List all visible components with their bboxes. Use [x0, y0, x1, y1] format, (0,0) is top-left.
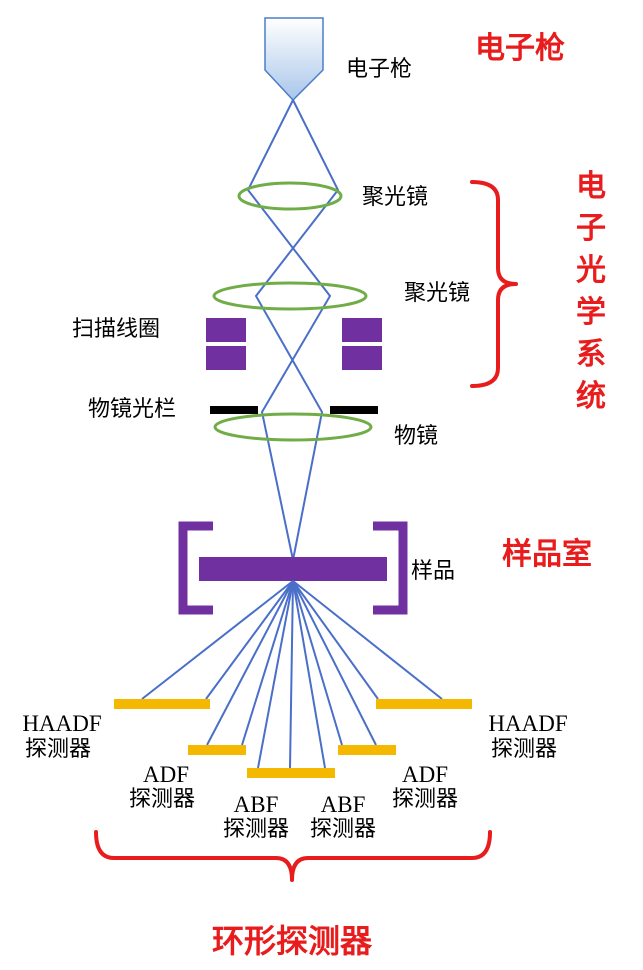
adf-right-detector-word: 探测器: [392, 787, 458, 812]
condenser-lens-2: [212, 281, 368, 311]
scan-coil-right-top: [342, 318, 382, 342]
optics-brace: [470, 180, 518, 388]
optics-char: 电: [576, 169, 606, 204]
adf-detector-left: [188, 745, 246, 755]
electron-gun-shape: [264, 17, 324, 102]
scatter-ray: [292, 580, 443, 700]
aperture-left: [210, 406, 258, 414]
sample: [199, 557, 387, 581]
gun-label: 电子枪: [346, 57, 412, 82]
haadf-left-name: HAADF: [22, 711, 101, 736]
haadf-left-detector-word: 探测器: [25, 737, 91, 762]
scan-coil-right-bottom: [342, 346, 382, 370]
detectors: [114, 699, 472, 778]
abf-detector: [247, 768, 335, 778]
beam-ray-left: [246, 99, 332, 561]
scattered-rays: [141, 580, 443, 769]
scatter-ray: [141, 580, 294, 700]
optics-char: 光: [576, 253, 606, 288]
abf-left-detector-word: 探测器: [223, 817, 289, 842]
objective-lens-label: 物镜: [394, 424, 438, 449]
condenser-lens-2-label: 聚光镜: [404, 281, 470, 306]
condenser-lens-1: [237, 181, 343, 211]
chamber-bracket-right: [373, 521, 408, 615]
abf-right-name: ABF: [321, 792, 366, 817]
adf-detector-right: [338, 745, 396, 755]
adf-left-name: ADF: [143, 762, 189, 787]
abf-left-name: ABF: [234, 792, 279, 817]
gun-group-label: 电子枪: [475, 31, 565, 66]
adf-right-name: ADF: [402, 762, 448, 787]
annular-detector-group-label: 环形探测器: [212, 922, 373, 960]
scatter-ray: [206, 580, 294, 746]
scan-coils-label: 扫描线圈: [72, 317, 160, 342]
scatter-ray: [292, 580, 379, 700]
beam-ray-right: [254, 99, 340, 561]
aperture-right: [330, 406, 378, 414]
scatter-ray: [292, 580, 326, 769]
electron-beam: [246, 99, 340, 561]
haadf-detector-right: [376, 699, 472, 709]
annular-brace: [94, 830, 492, 882]
scan-coils: [206, 318, 382, 370]
objective-aperture: [210, 406, 378, 414]
scatter-ray: [205, 580, 294, 700]
scan-coil-left-top: [206, 318, 246, 342]
haadf-right-detector-word: 探测器: [491, 737, 557, 762]
objective-lens: [213, 412, 373, 442]
scatter-ray: [292, 580, 343, 746]
haadf-detector-left: [114, 699, 210, 709]
sample-chamber: [178, 521, 408, 615]
scatter-ray: [241, 580, 294, 746]
optics-char: 统: [576, 379, 606, 414]
scatter-ray: [289, 580, 294, 769]
haadf-right-name: HAADF: [488, 711, 567, 736]
optics-char: 学: [576, 295, 606, 330]
chamber-bracket-left: [178, 521, 213, 615]
scatter-ray: [257, 580, 294, 769]
optics-group-label: 电 子 光 学 系 统: [576, 169, 606, 414]
optics-char: 子: [576, 211, 606, 246]
objective-aperture-label: 物镜光栏: [88, 397, 176, 422]
condenser-lens-1-label: 聚光镜: [362, 185, 428, 210]
scatter-ray: [292, 580, 377, 746]
optics-char: 系: [576, 337, 606, 372]
adf-left-detector-word: 探测器: [129, 787, 195, 812]
chamber-group-label: 样品室: [502, 537, 592, 572]
scan-coil-left-bottom: [206, 346, 246, 370]
abf-right-detector-word: 探测器: [310, 817, 376, 842]
sample-label: 样品: [411, 559, 455, 584]
